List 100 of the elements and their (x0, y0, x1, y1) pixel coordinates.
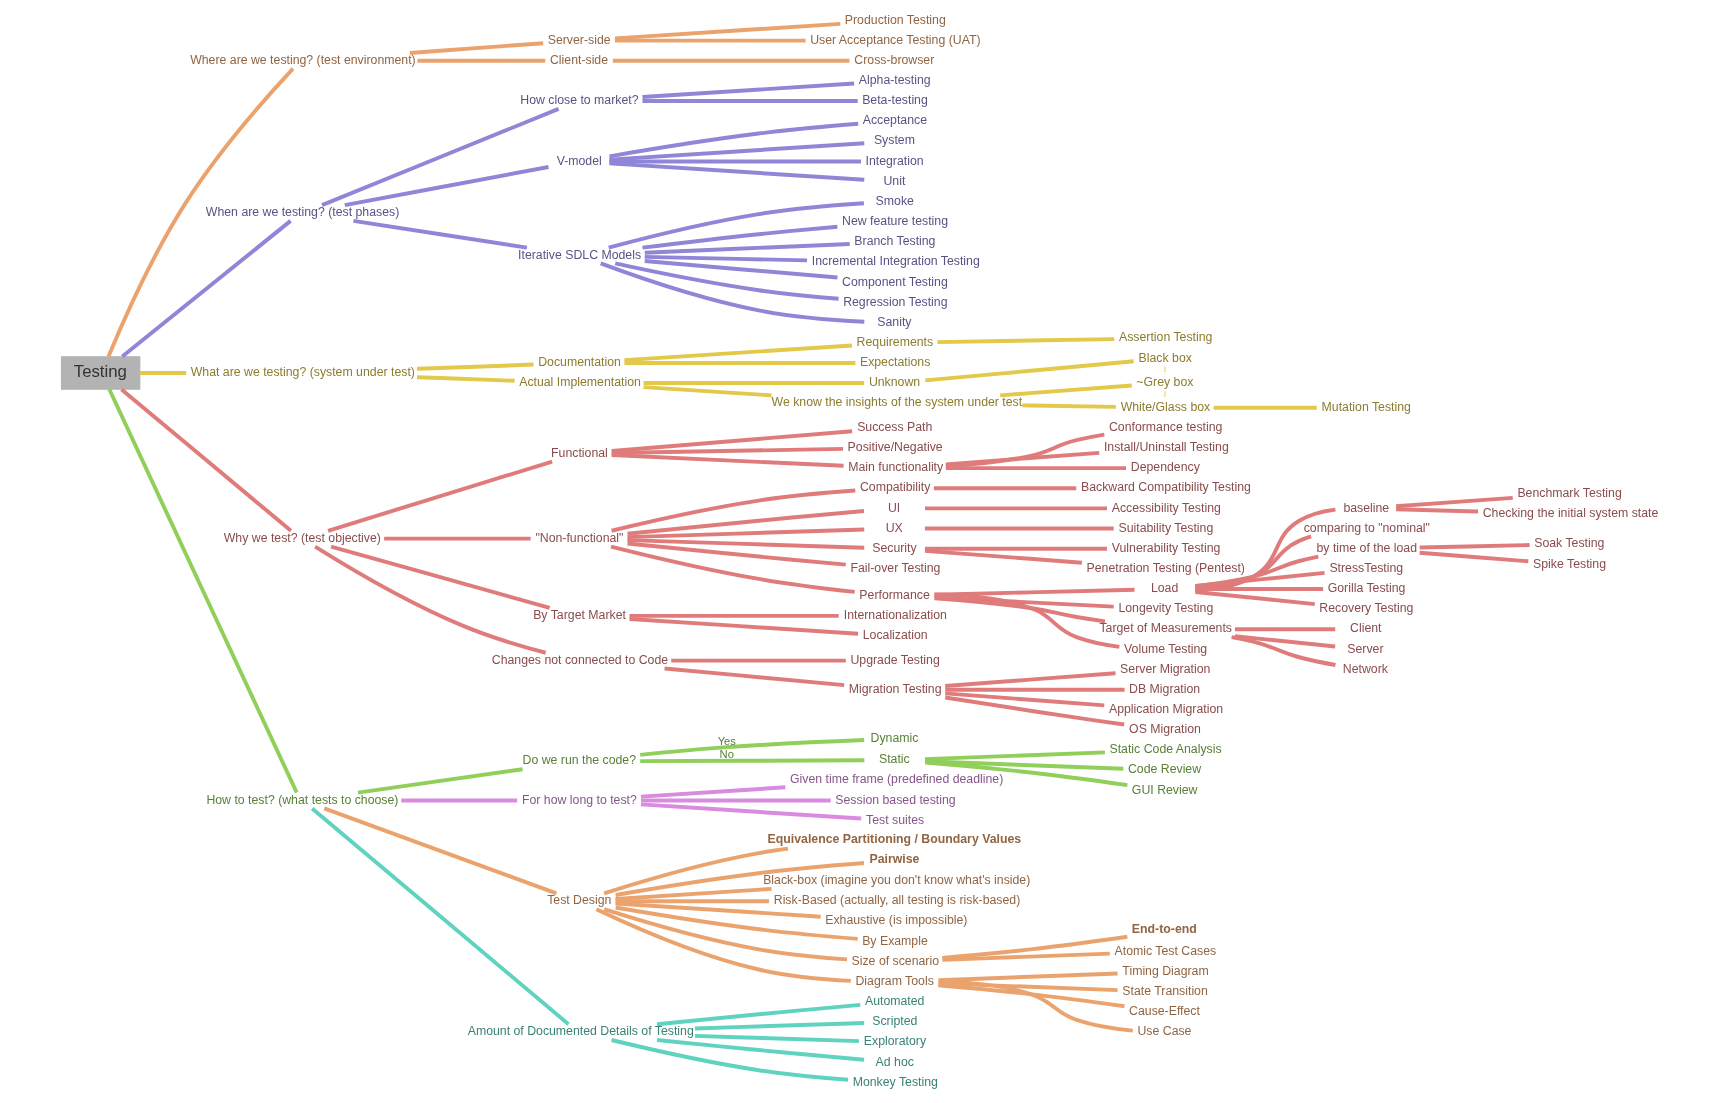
connector (614, 261, 839, 301)
node-text: Security (872, 540, 917, 555)
connector (933, 486, 1077, 491)
node-text: Install/Uninstall Testing (1103, 440, 1229, 455)
node-text: Positive/Negative (847, 440, 943, 455)
node-text: Benchmark Testing (1517, 486, 1622, 500)
node-text: Exhaustive (is impossible) (825, 913, 968, 928)
connector (924, 526, 1114, 531)
connector (1195, 590, 1315, 607)
connector (642, 81, 855, 99)
node-text: Volume Testing (1124, 641, 1208, 656)
node-text: Scripted (872, 1014, 918, 1029)
connector (603, 907, 848, 962)
connector (944, 695, 1125, 727)
node-text: Beta-testing (862, 93, 928, 108)
connector (1195, 570, 1325, 588)
connector (1419, 543, 1530, 550)
connector (121, 219, 292, 358)
connector (642, 224, 838, 250)
connector (140, 371, 187, 375)
node-text: UI (887, 500, 901, 515)
node-text: by time of the load (1316, 540, 1418, 555)
connector (664, 666, 845, 688)
node-text: Black-box (imagine you don't know what's inside) (763, 873, 1031, 888)
connector (1234, 634, 1336, 649)
edge-label: No (719, 747, 734, 760)
connector (643, 381, 865, 386)
connector (106, 67, 295, 358)
connector (1395, 495, 1513, 509)
connector (945, 466, 1126, 471)
node-text: Atomic Test Cases (1114, 943, 1217, 958)
connector (934, 592, 1120, 649)
connector (357, 767, 523, 795)
connector (656, 1038, 865, 1062)
node-text: State Transition (1122, 983, 1208, 998)
node-box: Testing (60, 356, 141, 390)
connector (624, 360, 856, 365)
connector (640, 802, 862, 821)
node-text: Diagram Tools (855, 973, 934, 988)
node-text: Upgrade Testing (850, 652, 940, 667)
node-text: System (873, 133, 915, 148)
edge-label: Yes (717, 734, 736, 747)
node-text: Checking the initial system state (1482, 506, 1659, 521)
connector (1022, 403, 1116, 409)
connector (615, 899, 770, 904)
connector (942, 934, 1128, 960)
connector (644, 259, 838, 280)
connector (1396, 507, 1479, 514)
connector (416, 375, 515, 383)
node-text: Penetration Testing (Pentest) (1086, 560, 1245, 575)
node-text: New feature testing (842, 214, 948, 229)
connector (640, 758, 865, 764)
node-text: Expectations (859, 355, 931, 370)
node-text: Smoke (875, 193, 914, 208)
node-text: UX (885, 520, 903, 535)
connector (614, 38, 806, 43)
node-text: Production Testing (844, 12, 946, 27)
node-text: Gorilla Testing (1327, 581, 1406, 596)
connector (925, 359, 1134, 383)
connector (627, 541, 846, 567)
connector (314, 544, 547, 655)
node-text: Static Code Analysis (1109, 742, 1222, 757)
connector (945, 450, 1100, 467)
node-text: DB Migration (1129, 681, 1201, 696)
connector (924, 546, 1108, 551)
connector (330, 544, 551, 610)
connector (924, 750, 1105, 762)
connector (924, 506, 1108, 511)
node-text: Alpha-testing (858, 73, 931, 88)
connector (609, 121, 859, 159)
connector (609, 161, 865, 182)
node-text: Unknown (868, 375, 921, 390)
connector (615, 886, 772, 901)
connector (353, 218, 528, 250)
node-text: Test Design (547, 893, 612, 908)
connector (609, 159, 861, 164)
node-text: Suitability Testing (1118, 520, 1214, 535)
node-text: Recovery Testing (1319, 601, 1414, 616)
connector (934, 596, 1106, 624)
node-text: Server-side (547, 32, 611, 47)
node-text: Performance (859, 587, 930, 602)
connector (937, 337, 1115, 345)
connector (629, 617, 859, 636)
connector (1000, 383, 1132, 398)
connector (925, 760, 1128, 788)
connector (644, 242, 850, 255)
node-text: Use Case (1137, 1024, 1192, 1039)
node-text: Mutation Testing (1321, 399, 1411, 414)
node-text: Automated (864, 994, 925, 1009)
connector (640, 738, 865, 757)
connector (409, 41, 544, 55)
connector (640, 785, 786, 799)
node-text: Assertion Testing (1119, 330, 1213, 345)
node-text: Equivalence Partitioning / Boundary Values (767, 831, 1022, 846)
connector (615, 905, 858, 941)
node-text: "Non-functional" (535, 530, 624, 545)
node-text: Success Path (857, 419, 933, 434)
connector (611, 1038, 849, 1082)
node-text: Migration Testing (848, 681, 942, 696)
node-text: Acceptance (862, 113, 927, 128)
